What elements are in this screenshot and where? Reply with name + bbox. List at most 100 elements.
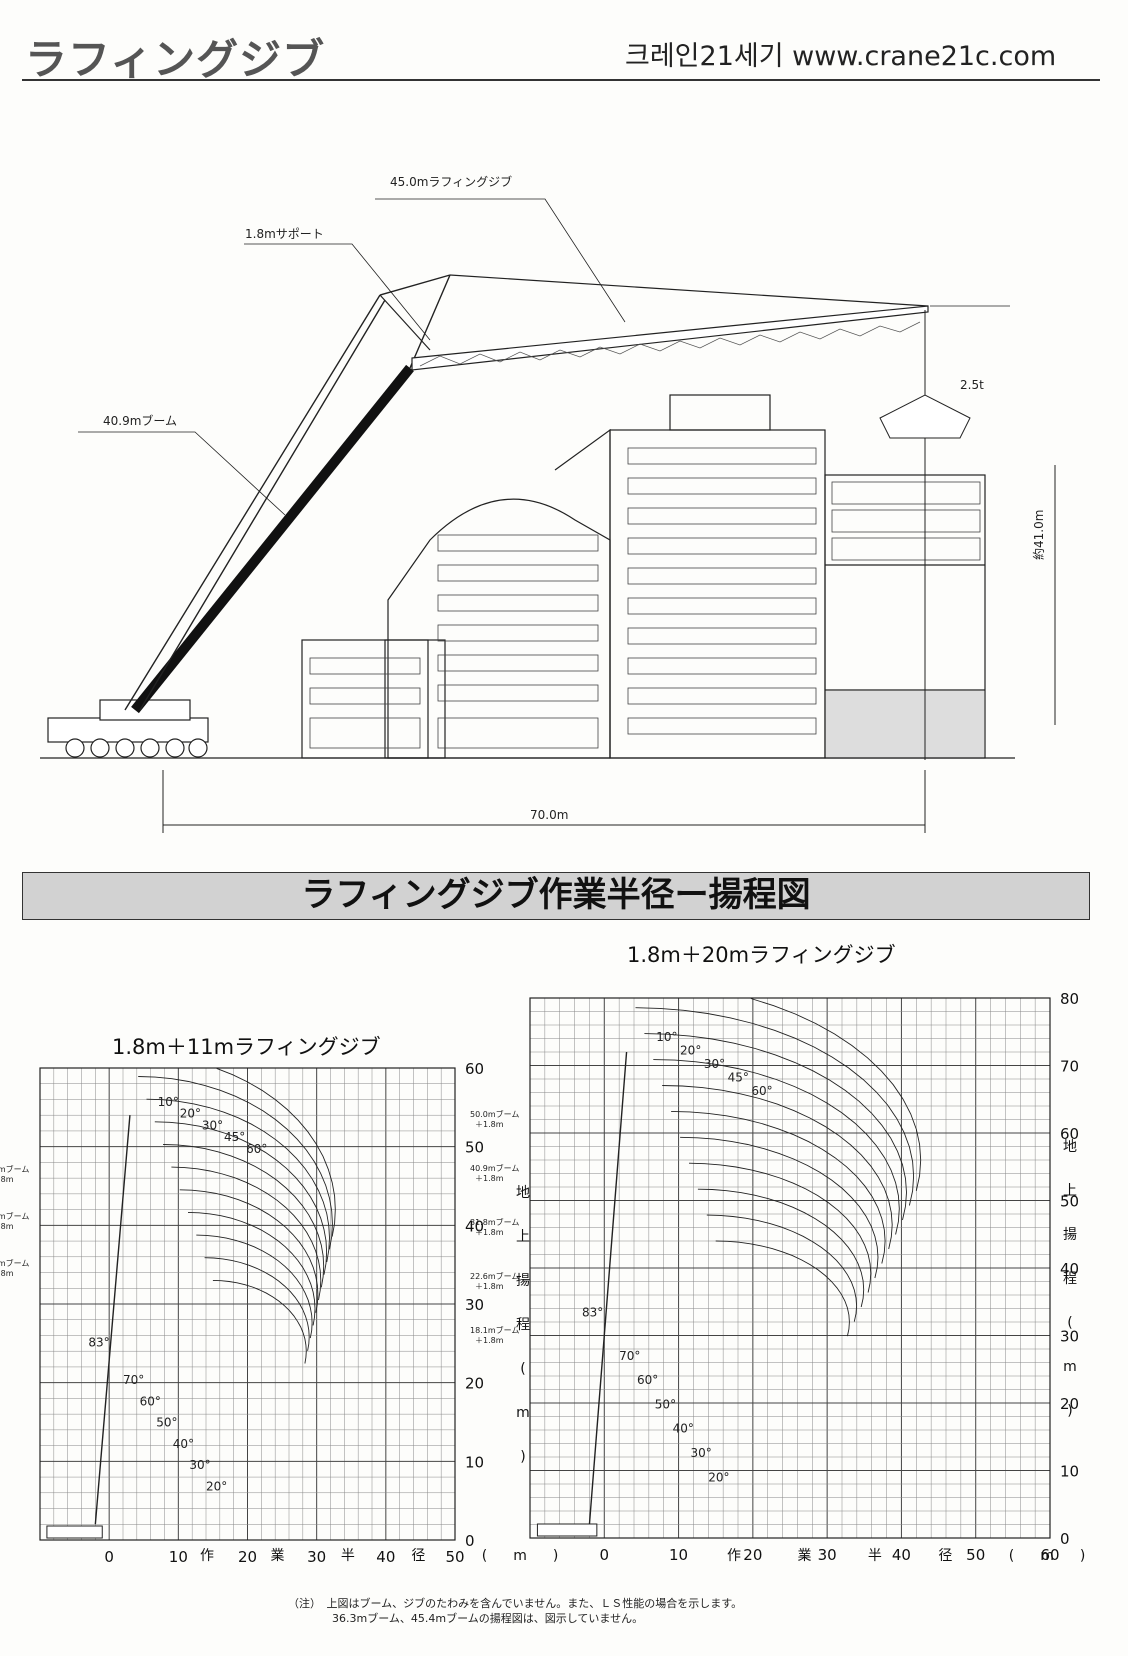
boom-length-label-sub: ＋1.8m [475,1120,504,1129]
lower-angle-label: 50° [156,1416,177,1430]
banner-title: ラフィングジブ作業半径ー揚程図 [301,875,811,915]
lower-angle-label: 30° [690,1446,711,1460]
footnote-line-2: 36.3mブーム、45.4mブームの揚程図は、図示していません。 [332,1612,644,1625]
range-arc [653,1059,900,1235]
boom-length-label: 18.1mブーム [470,1325,519,1335]
range-arc [179,1189,319,1313]
x-tick-label: 40 [892,1546,911,1564]
y-tick-label: 60 [1060,1125,1079,1143]
x-tick-label: 50 [966,1546,985,1564]
support-callout: 1.8mサポート [245,227,324,241]
y-tick-label: 10 [465,1453,484,1471]
range-arc [688,1162,872,1293]
y-tick-label: 40 [1060,1260,1079,1278]
range-arc [706,1214,858,1322]
boom-line [588,1051,628,1525]
radius-callout: 70.0m [530,808,568,822]
boom-length-label: 31.8mブーム [0,1164,29,1174]
x-tick-label: 20 [238,1548,257,1566]
x-tick-label: 10 [669,1546,688,1564]
x-tick-label: 40 [376,1548,395,1566]
y-tick-label: 50 [1060,1193,1079,1211]
y-tick-label: 0 [465,1532,475,1550]
y-tick-label: 50 [465,1139,484,1157]
boom-length-label: 22.6mブーム [470,1271,519,1281]
boom-length-label-sub: ＋1.8m [0,1175,14,1184]
chart-1-frame [39,1067,456,1541]
boom-length-label-sub: ＋1.8m [0,1269,14,1278]
range-arc [216,1067,336,1237]
jib-angle-label: 20° [680,1044,701,1058]
lower-angle-label: 20° [708,1470,729,1484]
boom-length-label-sub: ＋1.8m [475,1228,504,1237]
page-title: ラフィングジブ [25,35,326,84]
range-arc [671,1110,886,1264]
range-arc [204,1257,310,1351]
lower-angle-label: 40° [173,1437,194,1451]
x-tick-label: 30 [307,1548,326,1566]
chart-2-ylabel: 地上揚程(m) [1063,1139,1077,1419]
header-rule [22,79,1100,81]
lower-angle-label: 40° [673,1422,694,1436]
boom-angle-label: 83° [88,1335,109,1349]
carrier-icon [536,1523,598,1537]
y-tick-label: 10 [1060,1463,1079,1481]
range-arc [680,1136,879,1279]
x-tick-label: 0 [104,1548,114,1566]
range-arc [171,1166,322,1301]
boom-line [94,1115,131,1525]
x-tick-label: 50 [445,1548,464,1566]
lower-angle-label: 30° [189,1458,210,1472]
lower-angle-label: 20° [206,1479,227,1493]
footnote: （注） 上図はブーム、ジブのたわみを含んでいません。また、ＬＳ性能の場合を示しま… [288,1596,742,1626]
section-banner: ラフィングジブ作業半径ー揚程図 [22,872,1090,920]
load-callout: 2.5t [960,378,984,392]
range-arc [697,1188,865,1308]
boom-length-label: 50.0mブーム [470,1109,519,1119]
jib-angle-label: 60° [751,1084,772,1098]
boom-length-label-sub: ＋1.8m [475,1336,504,1345]
boom-length-label: 18.1mブーム [0,1258,29,1268]
range-arc [662,1085,893,1250]
jib-angle-label: 20° [180,1107,201,1121]
y-tick-label: 60 [465,1060,484,1078]
boom-length-label-sub: ＋1.8m [475,1282,504,1291]
boom-length-label: 40.9mブーム [470,1163,519,1173]
crane-illustration: 45.0mラフィングジブ 1.8mサポート 40.9mブーム 2.5t 約41.… [40,174,1056,833]
range-arc [750,998,922,1191]
footnote-line-1: （注） 上図はブーム、ジブのたわみを含んでいません。また、ＬＳ性能の場合を示しま… [288,1597,743,1610]
chart-1-ylabel: 地上揚程(m) [516,1185,530,1465]
range-arc [196,1234,313,1339]
x-tick-label: 0 [600,1546,610,1564]
lower-angle-label: 60° [140,1394,161,1408]
jib-angle-label: 45° [224,1130,245,1144]
boom-length-label: 31.8mブーム [470,1217,519,1227]
y-tick-label: 20 [1060,1395,1079,1413]
boom-length-label: 22.5mブーム [0,1211,29,1221]
chart-2-grid [529,997,1051,1539]
chart-2-title: 1.8m＋20mラフィングジブ [627,943,896,967]
range-arc [644,1033,907,1221]
chart-1-xlabel: 作 業 半 径 (m) [200,1548,585,1564]
x-tick-label: 60 [1040,1546,1059,1564]
boom-angle-label: 83° [582,1306,603,1320]
lower-angle-label: 50° [655,1397,676,1411]
range-arc [635,1007,915,1206]
lower-angle-label: 60° [637,1373,658,1387]
jib-angle-label: 60° [246,1142,267,1156]
range-arc [154,1121,328,1275]
jib-callout: 45.0mラフィングジブ [390,174,512,189]
boom-callout: 40.9mブーム [103,413,177,428]
height-callout: 約41.0m [1031,510,1046,560]
jib-angle-label: 10° [656,1030,677,1044]
chart-2-arcs [635,998,922,1337]
x-tick-label: 30 [818,1546,837,1564]
carrier-icon [46,1525,103,1539]
range-arc [715,1240,850,1337]
chart-1-title: 1.8m＋11mラフィングジブ [112,1035,381,1059]
y-tick-label: 20 [465,1375,484,1393]
x-tick-label: 20 [743,1546,762,1564]
jib-angle-label: 45° [728,1071,749,1085]
